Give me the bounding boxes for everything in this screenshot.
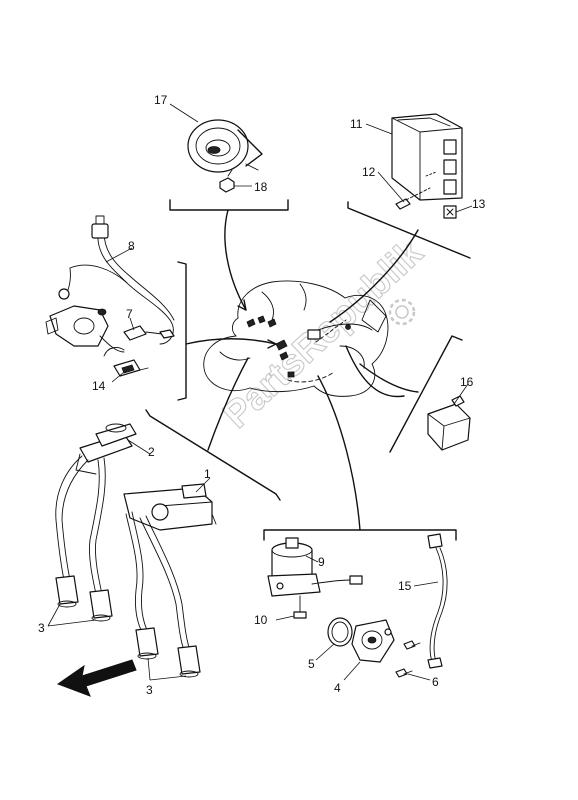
watermark-text: PartsRepublik: [215, 231, 431, 437]
sensor-7: [123, 325, 175, 341]
sensor-lead-15: [427, 533, 448, 669]
sensor-screws: [395, 640, 421, 678]
callout-1: 1: [204, 467, 211, 481]
pickup-assembly: [45, 305, 125, 353]
sensor-4: [351, 619, 395, 663]
o-ring: [327, 617, 353, 647]
relay: [427, 395, 471, 451]
solenoid-bolt: [293, 595, 307, 619]
callout-3-left: 3: [38, 621, 45, 635]
callout-4: 4: [334, 681, 341, 695]
callout-3-right: 3: [146, 683, 153, 697]
horn-bolt: [219, 169, 235, 193]
spark-plug-caps: [55, 575, 201, 678]
callout-2: 2: [148, 445, 155, 459]
callout-14: 14: [92, 379, 106, 393]
spark-plug-leads: [55, 455, 191, 651]
callout-leaders: [47, 103, 473, 681]
front-arrow-icon: [56, 659, 137, 697]
callout-6: 6: [432, 675, 439, 689]
callout-18: 18: [254, 180, 268, 194]
callout-7: 7: [126, 307, 133, 321]
callout-labels: 17 18 11 12 13 8 7 14 2 1 3 3 16 9 10 15…: [38, 93, 486, 697]
ignition-coil-1: [123, 483, 217, 531]
starter-solenoid: [267, 537, 363, 597]
ecu-nut: [443, 205, 457, 219]
callout-10: 10: [254, 613, 268, 627]
callout-16: 16: [460, 375, 474, 389]
gear-icon: [388, 298, 416, 326]
watermark: PartsRepublik: [215, 230, 432, 437]
callout-5: 5: [308, 657, 315, 671]
callout-11: 11: [350, 117, 363, 131]
ecu-unit: [391, 113, 463, 201]
horn: [187, 119, 263, 173]
ignition-coil-2: [75, 423, 137, 475]
group-brackets: [145, 199, 471, 541]
callout-9: 9: [318, 555, 325, 569]
callout-8: 8: [128, 239, 135, 253]
callout-12: 12: [362, 165, 376, 179]
callout-13: 13: [472, 197, 486, 211]
callout-17: 17: [154, 93, 168, 107]
motorcycle-outline: [203, 280, 389, 397]
switch-14: [103, 347, 149, 377]
callout-15: 15: [398, 579, 412, 593]
